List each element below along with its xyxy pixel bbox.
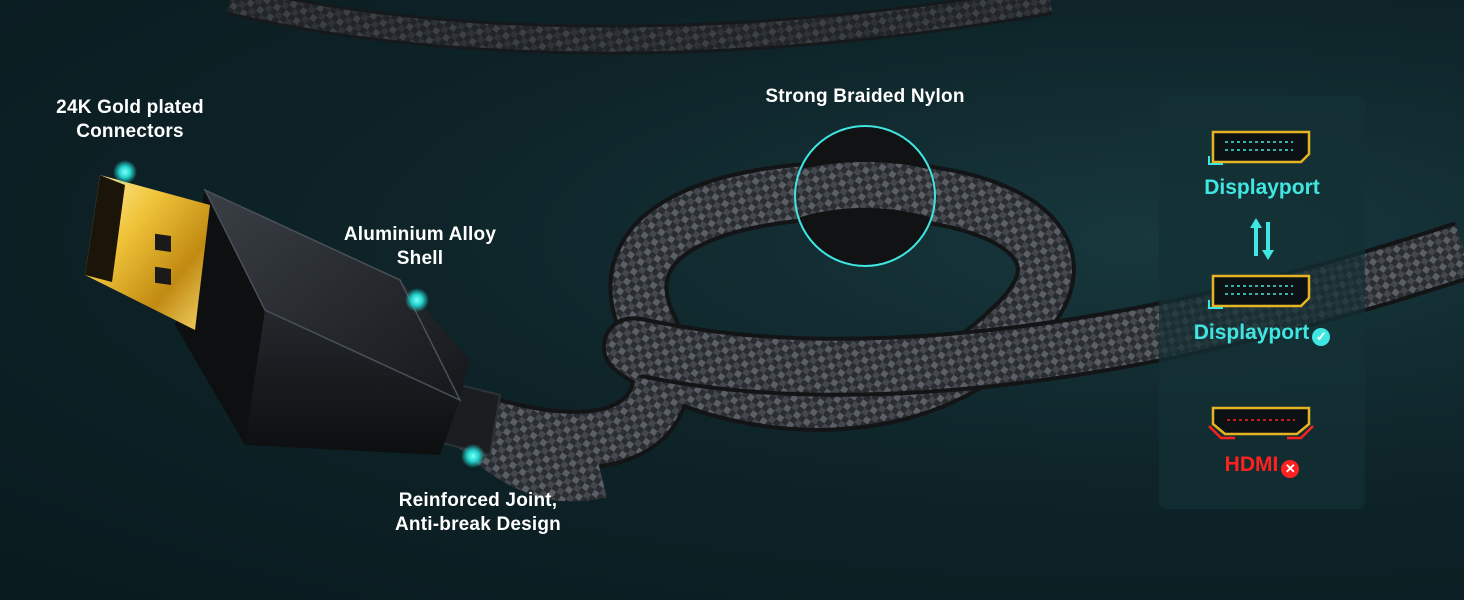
callout-gold-connectors: 24K Gold plated Connectors xyxy=(56,97,204,142)
source-port-label: Displayport xyxy=(1204,176,1320,199)
braid-zoom-circle xyxy=(794,125,936,267)
callout-reinforced-joint: Reinforced Joint, Anti-break Design xyxy=(395,490,561,535)
incompatible-port-label: HDMI✕ xyxy=(1159,453,1365,478)
check-circle-icon: ✓ xyxy=(1312,328,1331,346)
callout-aluminium-shell: Aluminium Alloy Shell xyxy=(343,224,497,269)
compatibility-panel: Displayport Displayport✓ HDMI✕ xyxy=(1159,96,1365,509)
callout-dot-shell xyxy=(405,288,429,312)
callout-dot-joint xyxy=(461,444,485,468)
gold-plug xyxy=(85,175,210,330)
displayport-icon xyxy=(1208,130,1311,165)
callout-braided-nylon: Strong Braided Nylon xyxy=(765,86,965,107)
callout-dot-gold xyxy=(113,160,137,184)
bidirectional-arrow-icon xyxy=(1250,218,1274,260)
x-circle-icon: ✕ xyxy=(1281,460,1300,478)
target-port-label: Displayport✓ xyxy=(1159,321,1365,346)
hdmi-port-icon xyxy=(1208,406,1314,440)
displayport-icon xyxy=(1208,274,1311,309)
